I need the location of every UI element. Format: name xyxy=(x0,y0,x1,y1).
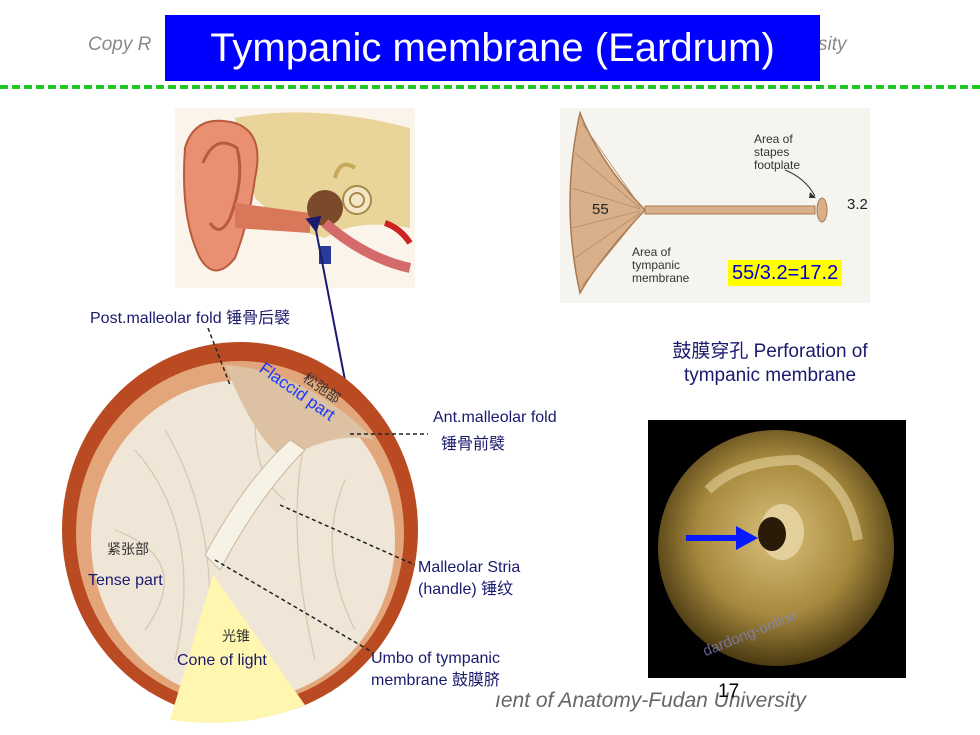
stapes-area-label: Area of stapes footplate xyxy=(754,132,801,172)
area-ratio-diagram xyxy=(560,108,870,303)
footer-text: ıent of Anatomy-Fudan University xyxy=(495,689,806,712)
page-number: 17 xyxy=(718,681,740,702)
stapes-area-value: 3.2 xyxy=(847,196,868,213)
ant-malleolar-fold-label: Ant.malleolar fold 锤骨前襞 xyxy=(433,409,557,453)
umbo-label: Umbo of tympanic membrane 鼓膜脐 xyxy=(371,650,500,689)
ratio-callout: 55/3.2=17.2 xyxy=(728,260,843,286)
ratio-text: 55/3.2=17.2 xyxy=(728,260,843,286)
tm-area-value: 55 xyxy=(592,201,609,218)
eardrum-illustration xyxy=(62,342,418,723)
copyright-text-left: Copy R xyxy=(88,34,152,55)
cone-of-light-label: Cone of light xyxy=(177,652,267,669)
cone-of-light-cn-label: 光锥 xyxy=(222,628,250,644)
tense-part-label: Tense part xyxy=(88,572,163,589)
post-malleolar-fold-label: Post.malleolar fold 锤骨后襞 xyxy=(90,310,291,327)
copyright-text-right: sity xyxy=(818,34,847,55)
page-title: Tympanic membrane (Eardrum) xyxy=(165,15,820,81)
tense-part-cn-label: 紧张部 xyxy=(107,541,149,557)
otoscope-photo xyxy=(648,420,906,678)
tm-area-label: Area of tympanic membrane xyxy=(632,245,690,285)
ear-anatomy-illustration xyxy=(175,108,415,288)
malleolar-stria-label: Malleolar Stria (handle) 锤纹 xyxy=(418,559,521,598)
perforation-caption: 鼓膜穿孔 Perforation of tympanic membrane xyxy=(672,341,868,386)
divider xyxy=(0,85,980,89)
